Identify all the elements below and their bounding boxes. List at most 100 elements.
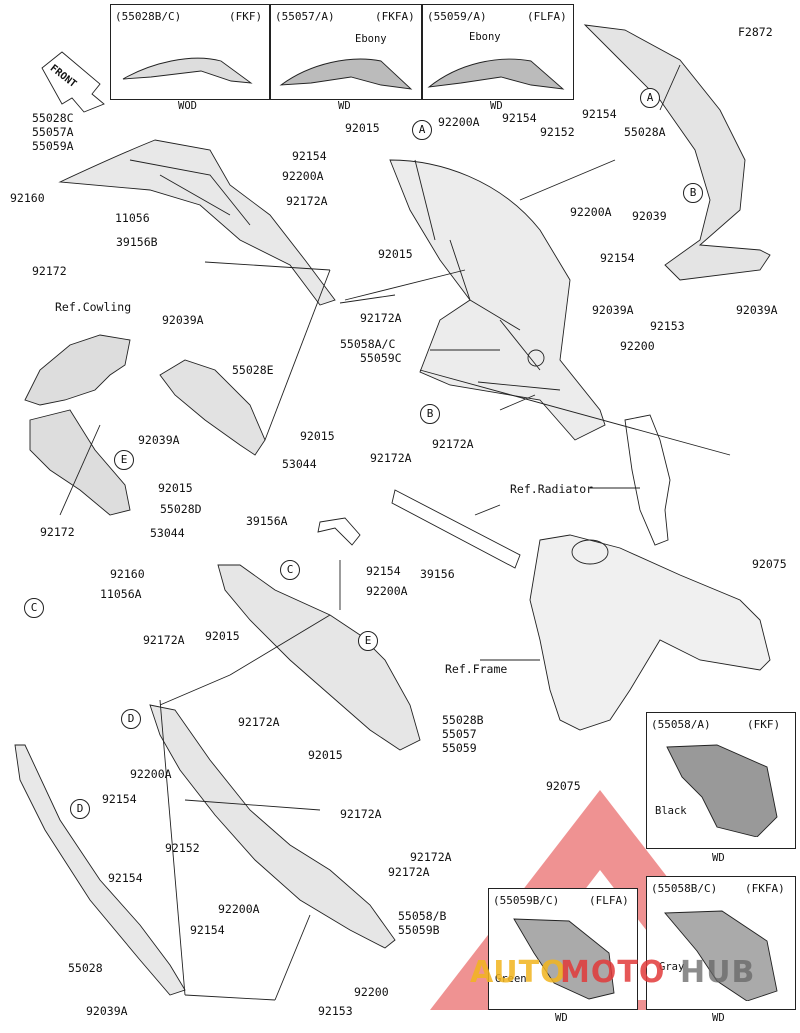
part-label: 92154 [582,107,617,121]
callout-c: C [24,598,44,618]
part-label: 55058A/C [340,337,396,351]
part-label: 55028B [442,713,484,727]
part-label: 92160 [110,567,145,581]
bottom-strip-shape [14,744,186,996]
watermark-text-1: AUTO [470,955,567,990]
part-label: 55059A [32,139,74,153]
variant-code: (55028B/C) [115,10,182,23]
variant-code: (55059/A) [427,10,487,23]
part-label: 92154 [102,792,137,806]
variant-model: (FKFA) [745,882,785,895]
part-label: 92172A [360,311,402,325]
part-label: 92160 [10,191,45,205]
part-label: 92172A [370,451,412,465]
ref-frame-label: Ref.Frame [445,662,508,676]
lower-side-panel-shape [149,704,396,949]
part-label: 92039A [86,1004,128,1018]
part-label: 92015 [300,429,335,443]
variant-box-2: (55057/A) (FKFA) Ebony [270,4,422,100]
part-label: 92039A [592,303,634,317]
variant-model: (FLFA) [589,894,629,907]
part-label: 92154 [292,149,327,163]
part-label: 92075 [752,557,787,571]
part-label: 55057A [32,125,74,139]
part-label: 39156A [246,514,288,528]
radiator-ref-shape [624,414,671,546]
variant-code: (55059B/C) [493,894,560,907]
part-label: 92200A [130,767,172,781]
center-cowl-shape [389,159,606,441]
variant-model: (FKFA) [375,10,415,23]
variant-trim: WD [490,100,503,112]
variant-trim: WD [712,1012,725,1024]
part-label: 92015 [308,748,343,762]
variant-trim: WD [338,100,351,112]
side-variant-box-1: (55058/A) (FKF) Black [646,712,796,849]
part-label: 92153 [318,1004,353,1018]
part-label: 55028A [624,125,666,139]
part-label: 92172A [143,633,185,647]
front-arrow-icon [41,51,105,113]
callout-b: B [683,183,703,203]
part-label: 92154 [502,111,537,125]
variant-panel-icon [666,744,778,837]
ref-radiator-label: Ref.Radiator [510,482,594,496]
part-label: 92154 [366,564,401,578]
part-label: 55028 [68,961,103,975]
middle-side-panel-shape [217,564,421,751]
part-label: 92172 [32,264,67,278]
part-label: 92172A [340,807,382,821]
part-label: 92015 [378,247,413,261]
part-label: 92200A [282,169,324,183]
part-label: 92200A [570,205,612,219]
part-label: 11056 [115,211,150,225]
upper-cowl-shape [58,139,336,306]
ref-cowling-label: Ref.Cowling [55,300,132,314]
part-label: 92154 [600,251,635,265]
part-label: 92015 [205,629,240,643]
part-label: 39156 [420,567,455,581]
variant-color: Black [655,805,687,817]
part-label: 92152 [165,841,200,855]
variant-panel-icon [664,910,778,1001]
part-label: 92039A [138,433,180,447]
variant-code: (55057/A) [275,10,335,23]
part-label: 92015 [345,121,380,135]
part-label: 92172A [388,865,430,879]
part-label: 53044 [150,526,185,540]
callout-d: D [70,799,90,819]
right-trim-shape [583,24,771,281]
callout-d: D [121,709,141,729]
variant-color: Gray [659,961,685,973]
part-label: 55059B [398,923,440,937]
part-label: 92154 [190,923,225,937]
part-label: 92172A [432,437,474,451]
part-label: 92172A [410,850,452,864]
part-label: 92172 [40,525,75,539]
frame-ref-shape [529,534,771,731]
callout-c: C [280,560,300,580]
variant-fairing-icon [427,58,565,90]
part-label: 55059C [360,351,402,365]
watermark-text-2: MOTO [560,955,666,990]
part-label: 92152 [540,125,575,139]
variant-fairing-icon [279,58,413,90]
cowling-ref-shape [24,334,131,406]
callout-a: A [640,88,660,108]
variant-panel-icon [513,918,615,1000]
variant-color: Green [495,973,527,985]
callout-e: E [358,631,378,651]
part-label: 55059 [442,741,477,755]
part-label: 92200A [218,902,260,916]
callout-b: B [420,404,440,424]
variant-model: (FKF) [229,10,263,23]
variant-trim: WOD [178,100,197,112]
variant-fairing-icon [122,57,253,84]
variant-code: (55058B/C) [651,882,718,895]
part-label: 55057 [442,727,477,741]
part-55028E-shape [159,359,266,456]
variant-trim: WD [555,1012,568,1024]
side-variant-box-3: (55058B/C) (FKFA) Gray [646,876,796,1010]
part-label: 92015 [158,481,193,495]
